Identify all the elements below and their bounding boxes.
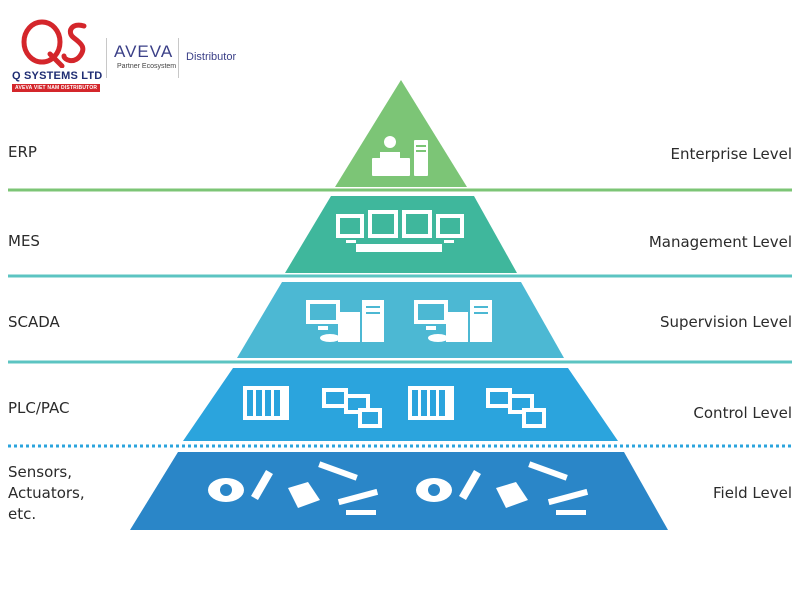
plc-controller-icon [408,386,546,428]
company-name: Q SYSTEMS LTD [12,70,103,82]
system-label-line: Sensors, [8,463,72,481]
level-label-control: Control Level [693,404,792,422]
system-label-scada: SCADA [8,313,60,331]
header-logos: Q SYSTEMS LTD AVEVA VIET NAM DISTRIBUTOR… [0,18,260,98]
partner-brand: AVEVA [114,42,174,61]
partner-program: Partner Ecosystem [117,63,177,70]
system-label-plc: PLC/PAC [8,399,70,417]
system-label-erp: ERP [8,143,37,161]
system-label-field: Sensors, Actuators, etc. [8,462,85,525]
tier-enterprise [335,80,467,187]
level-label-management: Management Level [648,233,792,251]
logo-divider [178,38,179,78]
system-label-line: Actuators, [8,484,85,502]
level-label-supervision: Supervision Level [659,313,792,331]
server-computer-icon [306,300,384,342]
system-label-mes: MES [8,232,40,250]
plc-controller-icon [243,386,382,428]
server-computer-icon [414,300,492,342]
tier-management [285,196,517,273]
q-systems-logo-icon [21,19,87,68]
partner-role: Distributor [186,51,237,63]
workstation-icon [372,136,428,176]
level-label-enterprise: Enterprise Level [670,145,792,163]
monitors-icon [336,210,464,252]
logo-divider [106,38,107,78]
sensor-actuator-icon [208,461,379,515]
system-label-line: etc. [8,505,37,523]
company-subtitle: AVEVA VIET NAM DISTRIBUTOR [12,84,101,92]
sensor-actuator-icon [416,461,589,515]
tier-field [130,452,668,530]
tier-control [183,368,618,441]
tier-supervision [237,282,564,358]
level-label-field: Field Level [713,484,792,502]
